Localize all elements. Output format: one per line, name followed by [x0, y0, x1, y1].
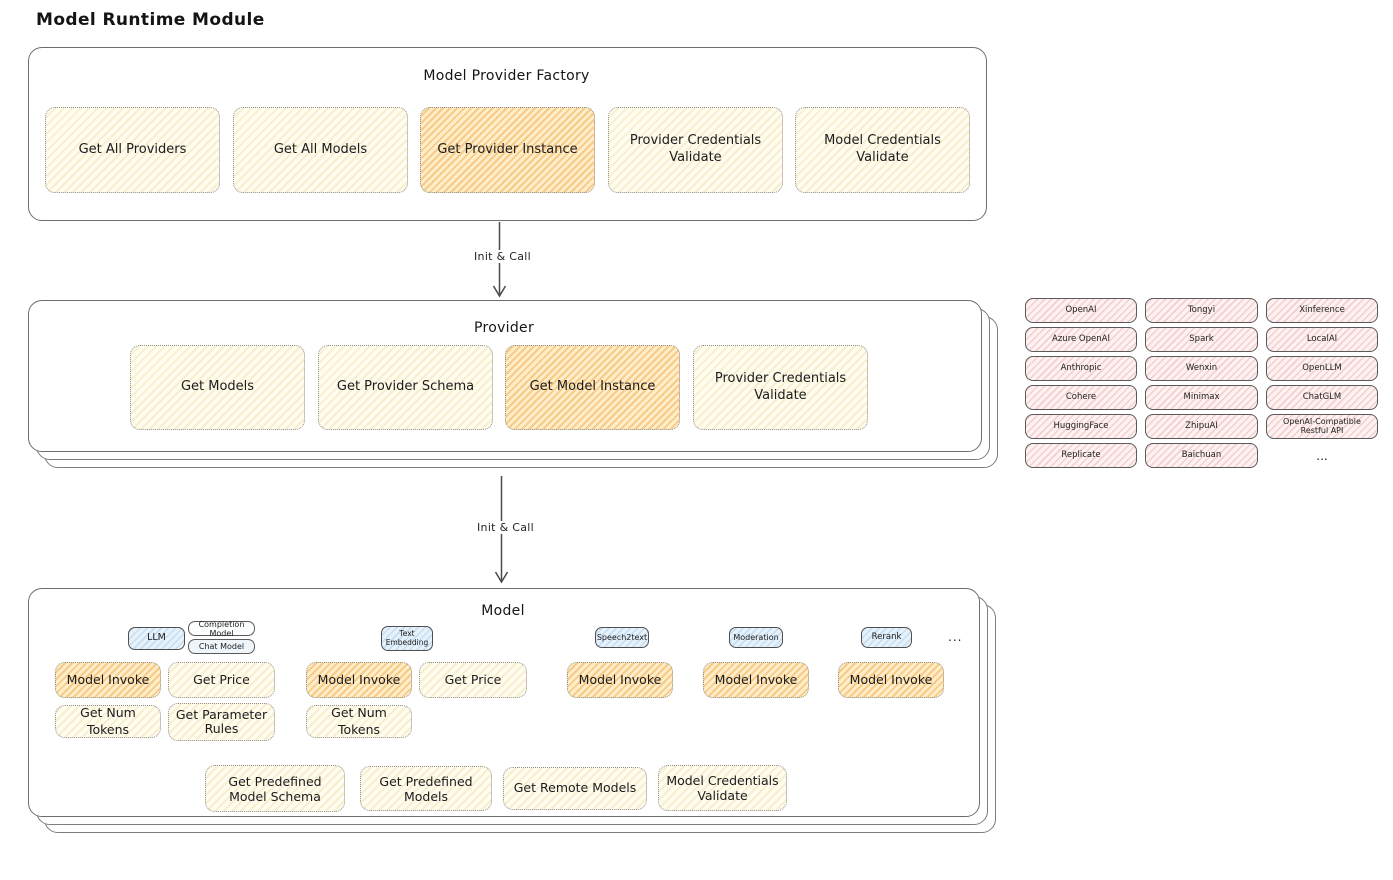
vendor-replicate: Replicate: [1025, 443, 1137, 468]
tag-completion-model: Completion Model: [188, 620, 255, 638]
tag-moderation: Moderation: [729, 627, 783, 648]
node-embedding-model-invoke: Model Invoke: [306, 662, 412, 698]
vendor-wenxin: Wenxin: [1145, 356, 1258, 381]
tag-text-embedding: Text Embedding: [381, 626, 433, 651]
node-model-credentials-validate-factory: Model Credentials Validate: [795, 107, 970, 193]
tag-chat-model: Chat Model: [188, 639, 255, 654]
vendor-anthropic: Anthropic: [1025, 356, 1137, 381]
node-rerank-model-invoke: Model Invoke: [838, 662, 944, 698]
node-get-provider-schema: Get Provider Schema: [318, 345, 493, 430]
vendor-tongyi: Tongyi: [1145, 298, 1258, 323]
node-moderation-model-invoke: Model Invoke: [703, 662, 809, 698]
arrow2-label: Init & Call: [473, 521, 538, 534]
vendor-xinference: Xinference: [1266, 298, 1378, 323]
vendor-chatglm: ChatGLM: [1266, 385, 1378, 410]
page-title: Model Runtime Module: [36, 10, 265, 30]
node-embedding-get-num-tokens: Get Num Tokens: [306, 705, 412, 738]
model-title: Model: [481, 603, 525, 619]
vendor-openai-compatible-restful-api: OpenAI-Compatible Restful API: [1266, 414, 1378, 439]
node-embedding-get-price: Get Price: [419, 662, 527, 698]
node-llm-get-num-tokens: Get Num Tokens: [55, 705, 161, 738]
node-get-models: Get Models: [130, 345, 305, 430]
vendor-openllm: OpenLLM: [1266, 356, 1378, 381]
node-provider-credentials-validate-provider: Provider Credentials Validate: [693, 345, 868, 430]
node-llm-model-invoke: Model Invoke: [55, 662, 161, 698]
vendor-spark: Spark: [1145, 327, 1258, 352]
model-tags-ellipsis: ...: [948, 630, 963, 644]
node-get-all-providers: Get All Providers: [45, 107, 220, 193]
vendor-ellipsis: ...: [1316, 448, 1328, 463]
vendor-huggingface: HuggingFace: [1025, 414, 1137, 439]
node-speech2text-model-invoke: Model Invoke: [567, 662, 673, 698]
node-llm-get-parameter-rules: Get Parameter Rules: [168, 703, 275, 741]
node-get-all-models: Get All Models: [233, 107, 408, 193]
node-provider-credentials-validate-factory: Provider Credentials Validate: [608, 107, 783, 193]
vendor-localai: LocalAI: [1266, 327, 1378, 352]
tag-rerank: Rerank: [861, 627, 912, 648]
vendor-azure-openai: Azure OpenAI: [1025, 327, 1137, 352]
tag-llm: LLM: [128, 627, 185, 650]
factory-title: Model Provider Factory: [423, 68, 590, 84]
node-get-predefined-model-schema: Get Predefined Model Schema: [205, 765, 345, 812]
vendor-zhipuai: ZhipuAI: [1145, 414, 1258, 439]
vendor-minimax: Minimax: [1145, 385, 1258, 410]
node-get-model-instance: Get Model Instance: [505, 345, 680, 430]
vendor-cohere: Cohere: [1025, 385, 1137, 410]
arrow1-label: Init & Call: [470, 250, 535, 263]
node-model-credentials-validate-model: Model Credentials Validate: [658, 765, 787, 811]
provider-title: Provider: [473, 320, 535, 336]
vendor-openai: OpenAI: [1025, 298, 1137, 323]
node-get-predefined-models: Get Predefined Models: [360, 766, 492, 811]
node-get-provider-instance: Get Provider Instance: [420, 107, 595, 193]
node-get-remote-models: Get Remote Models: [503, 767, 647, 810]
vendor-baichuan: Baichuan: [1145, 443, 1258, 468]
node-llm-get-price: Get Price: [168, 662, 275, 698]
tag-speech2text: Speech2text: [595, 627, 649, 648]
vendor-grid: OpenAI Tongyi Xinference Azure OpenAI Sp…: [1025, 298, 1378, 468]
